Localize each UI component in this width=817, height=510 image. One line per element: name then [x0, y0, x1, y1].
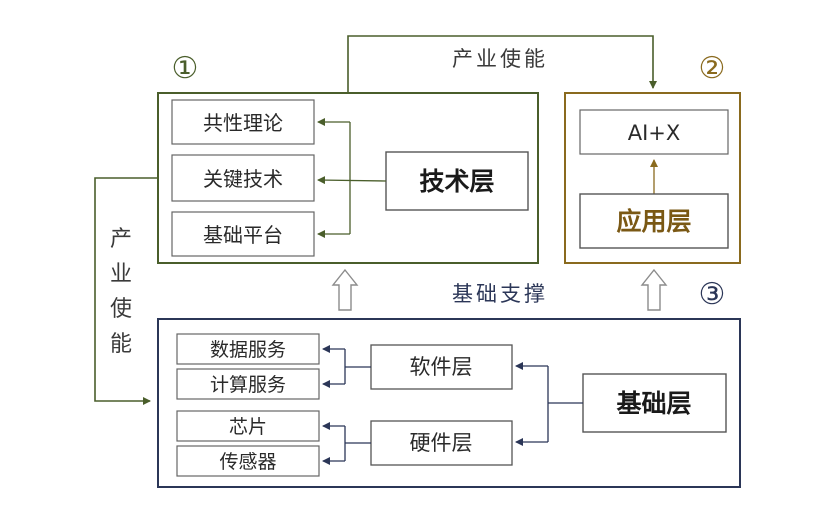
base-layer-marker: ③	[699, 277, 726, 312]
app-layer-title-box	[579, 193, 729, 249]
tech-item-box	[171, 154, 315, 202]
tech-item-box	[171, 99, 315, 145]
base-layer-connectors	[322, 345, 583, 465]
tech-layer-title: 技术层	[419, 167, 494, 196]
tech-item-base-platform: 基础平台	[203, 223, 283, 247]
tech-item-common-theory: 共性理论	[203, 111, 283, 135]
side-char: 能	[110, 332, 132, 357]
side-char: 产	[110, 227, 132, 252]
app-item-ai-x: AI+X	[628, 121, 681, 145]
hardware-item-chip: 芯片	[229, 416, 267, 438]
software-item-box	[176, 333, 320, 365]
base-layer-title: 基础层	[616, 389, 691, 418]
software-item-data-service: 数据服务	[210, 339, 286, 361]
software-item-compute-service: 计算服务	[210, 374, 286, 396]
base-layer-title-box	[582, 373, 727, 433]
industry-enable-top-connector	[347, 35, 657, 93]
hardware-item-box	[176, 445, 320, 477]
software-layer-box	[370, 344, 513, 390]
industry-enable-top-label: 产业使能	[452, 47, 548, 71]
software-layer-title: 软件层	[410, 355, 473, 379]
app-layer-title: 应用层	[616, 207, 691, 236]
app-item-box	[579, 109, 729, 155]
software-item-box	[176, 368, 320, 400]
app-layer-marker: ②	[699, 51, 726, 86]
tech-item-key-technology: 关键技术	[203, 167, 283, 191]
tech-layer-marker: ①	[172, 51, 199, 86]
tech-item-box	[171, 211, 315, 257]
support-arrow-up-icon	[331, 268, 359, 311]
side-char: 使	[110, 297, 132, 322]
industry-enable-side-connector	[94, 177, 158, 405]
foundation-support-label: 基础支撑	[452, 282, 548, 306]
tech-layer-connectors	[317, 118, 387, 238]
industry-enable-side-label: 产 业 使 能	[110, 227, 132, 357]
hardware-layer-box	[370, 420, 513, 466]
hardware-item-sensor: 传感器	[219, 451, 276, 473]
hardware-layer-title: 硬件层	[410, 431, 473, 455]
side-char: 业	[110, 262, 132, 287]
support-arrow-up-icon	[640, 268, 668, 311]
hardware-item-box	[176, 410, 320, 442]
